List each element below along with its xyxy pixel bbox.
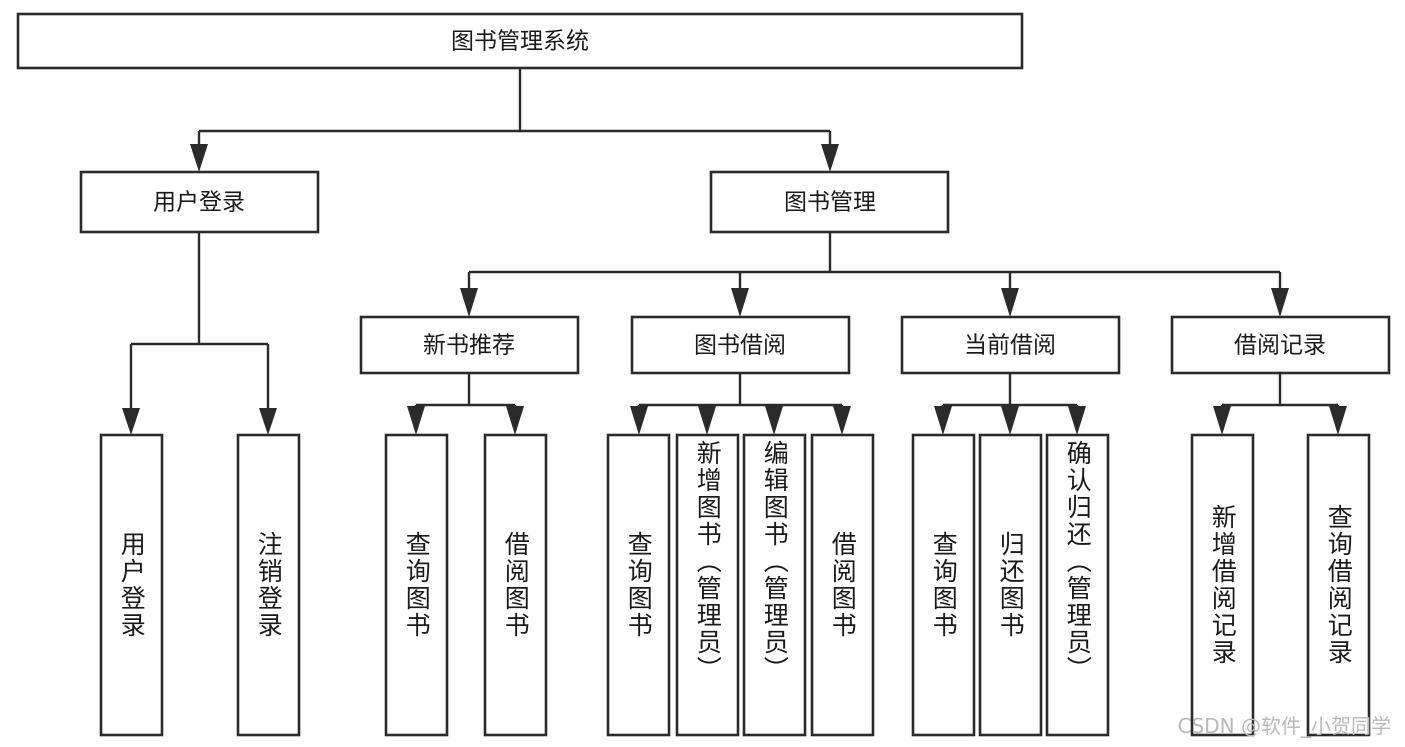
leaf-boxes-group xyxy=(99,433,1371,737)
leaf-return-book-box[interactable] xyxy=(978,433,1043,737)
leaf-confirm-return-admin-box[interactable] xyxy=(1045,433,1110,737)
leaf-add-borrow-record-box[interactable] xyxy=(1190,433,1255,737)
node-new-book-recommend[interactable]: 新书推荐 xyxy=(359,315,580,375)
arrow-bb-leaf-1-icon xyxy=(630,406,648,435)
leaf-query-book-borrow-box[interactable] xyxy=(606,433,671,737)
connector-group-book-borrow xyxy=(630,373,851,435)
node-new-book-recommend-box xyxy=(359,315,580,375)
node-user-login[interactable]: 用户登录 xyxy=(79,170,320,234)
node-book-management-label: 图书管理 xyxy=(784,190,876,216)
arrow-br-leaf-2-icon xyxy=(1329,406,1347,435)
leaf-borrow-book-recommend-box[interactable] xyxy=(483,433,548,737)
node-book-management[interactable]: 图书管理 xyxy=(709,170,950,234)
arrow-cb-leaf-1-icon xyxy=(934,406,952,435)
connector-group-borrow-record xyxy=(1213,373,1347,435)
leaf-borrow-book-box[interactable] xyxy=(810,433,875,737)
arrow-bm-to-new-book-recommend-icon xyxy=(460,288,478,317)
arrow-user-login-leaf-2-icon xyxy=(259,408,277,435)
arrow-nbr-leaf-1-icon xyxy=(407,406,425,435)
connector-group-book-management xyxy=(460,232,1289,317)
arrow-bm-to-current-borrow-icon xyxy=(1001,288,1019,317)
leaf-logout-box[interactable] xyxy=(236,433,301,737)
node-root-library-system[interactable]: 图书管理系统 xyxy=(16,12,1024,70)
node-root-label: 图书管理系统 xyxy=(451,29,589,55)
leaf-edit-book-admin-box[interactable] xyxy=(742,433,807,737)
node-book-borrow[interactable]: 图书借阅 xyxy=(630,315,851,375)
node-book-management-box xyxy=(709,170,950,234)
node-book-borrow-box xyxy=(630,315,851,375)
arrow-user-login-leaf-1-icon xyxy=(122,408,140,435)
node-book-borrow-label: 图书借阅 xyxy=(694,333,786,359)
leaf-query-book-recommend-box[interactable] xyxy=(384,433,449,737)
node-borrow-record-box xyxy=(1170,315,1391,375)
leaf-query-book-current-box[interactable] xyxy=(911,433,976,737)
connector-group-current-borrow xyxy=(934,373,1086,435)
connector-group-root xyxy=(190,68,839,172)
arrow-bb-leaf-2-icon xyxy=(698,406,716,435)
leaf-user-login-box[interactable] xyxy=(99,433,164,737)
connector-group-user-login xyxy=(122,232,277,435)
arrow-bm-to-book-borrow-icon xyxy=(731,288,749,317)
node-new-book-recommend-label: 新书推荐 xyxy=(423,333,515,359)
node-borrow-record[interactable]: 借阅记录 xyxy=(1170,315,1391,375)
arrow-root-to-user-login-icon xyxy=(190,144,208,172)
arrow-br-leaf-1-icon xyxy=(1213,406,1231,435)
node-borrow-record-label: 借阅记录 xyxy=(1234,333,1326,359)
arrow-cb-leaf-3-icon xyxy=(1068,406,1086,435)
node-current-borrow-box xyxy=(900,315,1121,375)
arrow-cb-leaf-2-icon xyxy=(1001,406,1019,435)
leaf-query-borrow-record-box[interactable] xyxy=(1306,433,1371,737)
node-root-box xyxy=(16,12,1024,70)
arrow-bm-to-borrow-record-icon xyxy=(1271,288,1289,317)
connector-group-new-book-recommend xyxy=(407,373,524,435)
arrow-bb-leaf-4-icon xyxy=(833,406,851,435)
leaf-add-book-admin-box[interactable] xyxy=(675,433,740,737)
arrow-bb-leaf-3-icon xyxy=(765,406,783,435)
node-current-borrow-label: 当前借阅 xyxy=(964,333,1056,359)
node-current-borrow[interactable]: 当前借阅 xyxy=(900,315,1121,375)
node-user-login-box xyxy=(79,170,320,234)
arrow-root-to-book-management-icon xyxy=(821,144,839,172)
arrow-nbr-leaf-2-icon xyxy=(506,406,524,435)
node-user-login-label: 用户登录 xyxy=(153,190,245,216)
